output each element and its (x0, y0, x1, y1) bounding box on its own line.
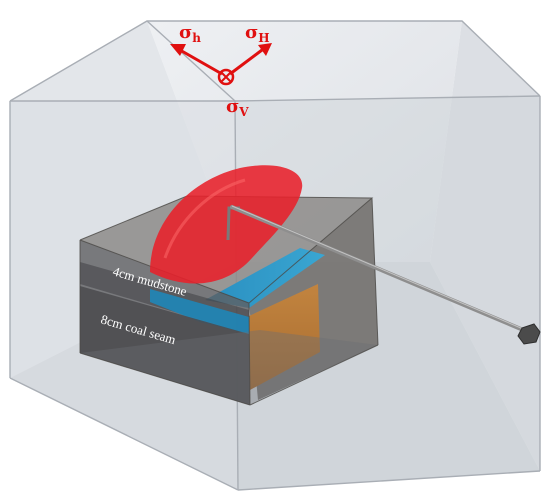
fracture-plane (150, 165, 303, 284)
rod-shaft-highlight (231, 205, 529, 332)
sigma-h-label: σh (179, 22, 201, 45)
mudstone-top-strip (205, 248, 325, 308)
sigma-H-arrowhead (258, 43, 272, 56)
injection-rod (226, 205, 541, 345)
fracture-highlight (163, 178, 246, 259)
sigma-h-arrow-line (179, 48, 223, 76)
mudstone-front-blue (150, 289, 249, 334)
sigma-V-symbol-circle (217, 68, 235, 86)
cube-front-right-face (235, 96, 540, 490)
stress-indicator: σh σH σV (170, 22, 272, 119)
cube-right-face (430, 21, 540, 471)
fracture-shape (150, 165, 303, 284)
rod-end-nut (517, 323, 541, 345)
coal-seam-side (249, 284, 320, 390)
cube-edges (9, 20, 541, 491)
sigma-V-symbol-cross-2 (220, 71, 232, 83)
sigma-H-arrow-line (229, 48, 263, 76)
sigma-V-label: σV (226, 96, 249, 119)
rod-shaft (230, 205, 530, 334)
sigma-h-arrowhead (170, 44, 186, 56)
sigma-H-label: σH (245, 22, 270, 45)
specimen-bottom-shadow (80, 330, 378, 405)
coal-front-face (80, 286, 250, 405)
inner-specimen (79, 195, 379, 406)
